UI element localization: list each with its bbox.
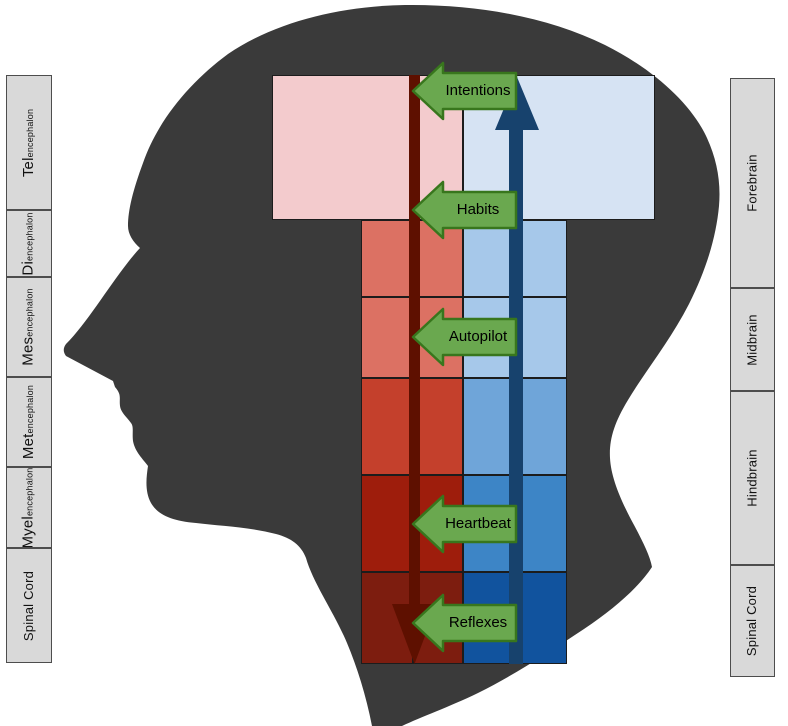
left-label-metencephalon: Metencephalon bbox=[6, 377, 52, 467]
flow-arrow-autopilot bbox=[411, 307, 518, 367]
right-label-forebrain-text: Forebrain bbox=[744, 154, 762, 211]
flow-arrow-label-intentions: Intentions bbox=[445, 82, 511, 99]
flow-arrow-habits bbox=[411, 180, 518, 240]
label-main: Forebrain bbox=[744, 154, 760, 212]
left-label-telencephalon-text: Telencephalon bbox=[20, 108, 38, 176]
left-label-spinal-cord: Spinal Cord bbox=[6, 548, 52, 663]
left-label-diencephalon-text: Diencephalon bbox=[20, 212, 38, 275]
grid-cell bbox=[361, 297, 413, 378]
label-sub: encephalon bbox=[25, 467, 35, 516]
flow-arrow-label-reflexes: Reflexes bbox=[448, 614, 508, 631]
grid-cell bbox=[361, 378, 413, 475]
left-label-spinal-cord-text: Spinal Cord bbox=[20, 570, 38, 640]
flow-arrow-reflexes bbox=[411, 593, 518, 653]
label-main: Hindbrain bbox=[744, 449, 760, 507]
label-sub: encephalon bbox=[25, 211, 35, 261]
right-label-spinal-cord-text: Spinal Cord bbox=[744, 586, 762, 656]
ascending-pathway-arrow bbox=[495, 77, 539, 664]
flow-arrow-label-habits: Habits bbox=[456, 201, 500, 218]
right-label-spinal-cord: Spinal Cord bbox=[730, 565, 775, 677]
grid-cell bbox=[413, 378, 463, 475]
left-label-mesencephalon-text: Mesencephalon bbox=[20, 288, 38, 365]
left-label-telencephalon: Telencephalon bbox=[6, 75, 52, 210]
label-sub: encephalon bbox=[25, 384, 35, 434]
right-label-hindbrain: Hindbrain bbox=[730, 391, 775, 565]
label-main: Midbrain bbox=[744, 313, 760, 366]
flow-arrow-intentions bbox=[411, 61, 518, 121]
right-label-midbrain: Midbrain bbox=[730, 288, 775, 391]
label-sub: encephalon bbox=[25, 288, 36, 337]
left-label-myelencephalon: Myelencephalon bbox=[6, 467, 52, 548]
label-main: Tel bbox=[20, 156, 38, 177]
flow-arrow-heartbeat bbox=[411, 494, 518, 554]
right-label-midbrain-text: Midbrain bbox=[744, 314, 762, 365]
flow-arrow-label-autopilot: Autopilot bbox=[448, 328, 508, 345]
flow-arrow-label-heartbeat: Heartbeat bbox=[445, 515, 511, 532]
label-main: Spinal Cord bbox=[21, 570, 37, 641]
grid-cell bbox=[463, 378, 512, 475]
left-label-diencephalon: Diencephalon bbox=[6, 210, 52, 277]
label-main: Spinal Cord bbox=[744, 585, 760, 657]
label-sub: encephalon bbox=[25, 108, 36, 157]
right-label-hindbrain-text: Hindbrain bbox=[744, 449, 762, 506]
left-label-mesencephalon: Mesencephalon bbox=[6, 277, 52, 377]
label-main: Myel bbox=[20, 515, 37, 548]
descending-pathway-arrow bbox=[392, 75, 437, 664]
label-main: Di bbox=[20, 260, 37, 276]
left-label-myelencephalon-text: Myelencephalon bbox=[20, 467, 38, 548]
label-main: Mes bbox=[20, 336, 38, 366]
label-main: Met bbox=[20, 433, 37, 460]
left-label-metencephalon-text: Metencephalon bbox=[20, 385, 38, 459]
right-label-forebrain: Forebrain bbox=[730, 78, 775, 288]
